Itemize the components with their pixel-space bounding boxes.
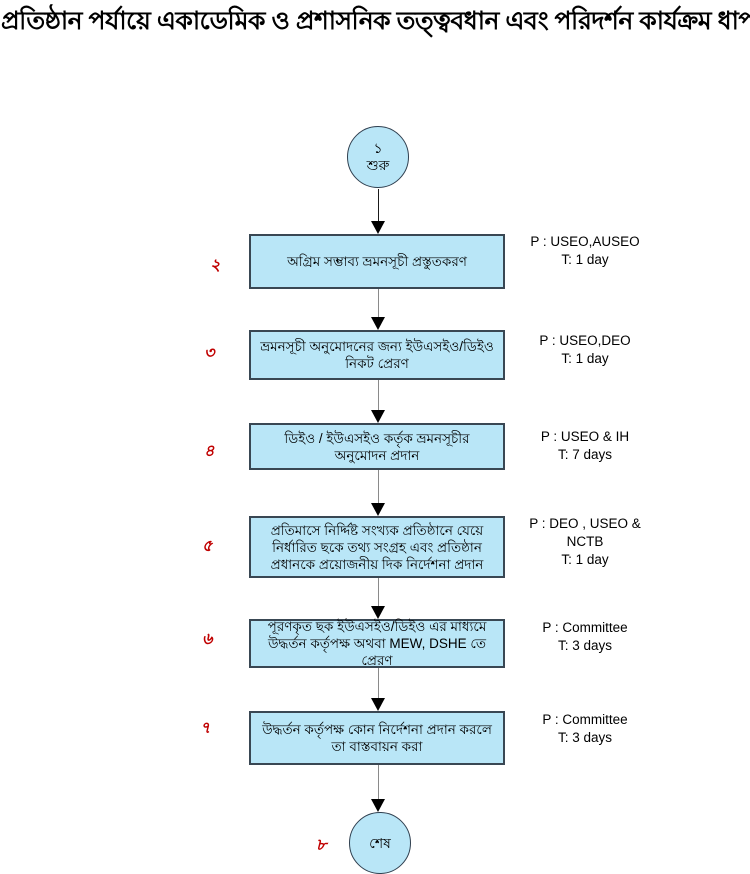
annotation-step-3: P : USEO,DEO T: 1 day — [500, 332, 670, 368]
annotation-step-6: P : Committee T: 3 days — [500, 619, 670, 655]
down-arrow-line — [378, 578, 379, 607]
down-arrow-icon — [371, 410, 385, 423]
down-arrow-icon — [371, 221, 385, 234]
annotation-step-7: P : Committee T: 3 days — [500, 711, 670, 747]
annotation-personnel: P : Committee — [542, 712, 628, 727]
step-number-5: ৫ — [202, 538, 213, 555]
annotation-step-5: P : DEO , USEO & NCTB T: 1 day — [500, 515, 670, 569]
down-arrow-line — [378, 765, 379, 800]
annotation-step-2: P : USEO,AUSEO T: 1 day — [500, 233, 670, 269]
annotation-time: T: 7 days — [557, 447, 613, 462]
start-node-number: ১ — [373, 140, 383, 156]
down-arrow-line — [378, 380, 379, 411]
process-box-text: পূরণকৃত ছক ইউএসইও/ডিইও এর মাধ্যমে উদ্ধর্… — [267, 619, 487, 668]
process-box-step-2: অগ্রিম সম্ভাব্য ভ্রমনসূচী প্রস্তুতকরণ — [249, 234, 505, 289]
down-arrow-line — [378, 289, 379, 318]
down-arrow-icon — [371, 317, 385, 330]
flowchart-title: প্রতিষ্ঠান পর্যায়ে একাডেমিক ও প্রশাসনিক… — [1, 7, 750, 35]
end-node-label: শেষ — [369, 834, 391, 851]
annotation-personnel: P : USEO,AUSEO — [530, 234, 640, 249]
down-arrow-line — [378, 470, 379, 504]
annotation-personnel: P : DEO , USEO & NCTB — [529, 516, 641, 549]
annotation-time: T: 3 days — [557, 730, 613, 745]
process-box-text: ডিইও / ইউএসইও কর্তৃক ভ্রমনসূচীর অনুমোদন … — [284, 430, 470, 463]
step-number-2: ২ — [210, 257, 221, 274]
process-box-text: ভ্রমনসূচী অনুমোদনের জন্য ইউএসইও/ডিইও নিক… — [260, 339, 494, 371]
process-box-step-3: ভ্রমনসূচী অনুমোদনের জন্য ইউএসইও/ডিইও নিক… — [249, 330, 505, 380]
annotation-time: T: 1 day — [561, 552, 609, 567]
down-arrow-icon — [371, 606, 385, 619]
down-arrow-icon — [371, 698, 385, 711]
down-arrow-icon — [371, 799, 385, 812]
process-box-text: প্রতিমাসে নির্দ্দিষ্ট সংখ্যক প্রতিষ্ঠানে… — [270, 522, 484, 572]
step-number-8: ৮ — [316, 837, 327, 854]
process-box-step-7: উদ্ধর্তন কর্তৃপক্ষ কোন নির্দেশনা প্রদান … — [249, 711, 505, 765]
annotation-personnel: P : USEO & IH — [540, 429, 630, 444]
step-number-7: ৭ — [200, 720, 211, 737]
annotation-time: T: 1 day — [561, 252, 609, 267]
annotation-step-4: P : USEO & IH T: 7 days — [500, 428, 670, 464]
process-box-step-6: পূরণকৃত ছক ইউএসইও/ডিইও এর মাধ্যমে উদ্ধর্… — [249, 619, 505, 668]
process-box-step-4: ডিইও / ইউএসইও কর্তৃক ভ্রমনসূচীর অনুমোদন … — [249, 423, 505, 470]
step-number-6: ৬ — [202, 631, 213, 648]
step-number-4: ৪ — [204, 443, 215, 460]
down-arrow-icon — [371, 503, 385, 516]
down-arrow-line — [378, 668, 379, 699]
process-box-step-5: প্রতিমাসে নির্দ্দিষ্ট সংখ্যক প্রতিষ্ঠানে… — [249, 516, 505, 578]
process-box-text: উদ্ধর্তন কর্তৃপক্ষ কোন নির্দেশনা প্রদান … — [262, 722, 492, 754]
end-node: শেষ — [349, 812, 411, 874]
annotation-time: T: 3 days — [557, 638, 613, 653]
down-arrow-line — [378, 189, 379, 221]
process-box-text: অগ্রিম সম্ভাব্য ভ্রমনসূচী প্রস্তুতকরণ — [287, 254, 467, 269]
start-node-label: শুরু — [366, 157, 390, 173]
annotation-time: T: 1 day — [561, 351, 609, 366]
annotation-personnel: P : Committee — [542, 620, 628, 635]
annotation-personnel: P : USEO,DEO — [539, 333, 631, 348]
start-node: ১ শুরু — [347, 126, 409, 188]
step-number-3: ৩ — [204, 345, 215, 362]
